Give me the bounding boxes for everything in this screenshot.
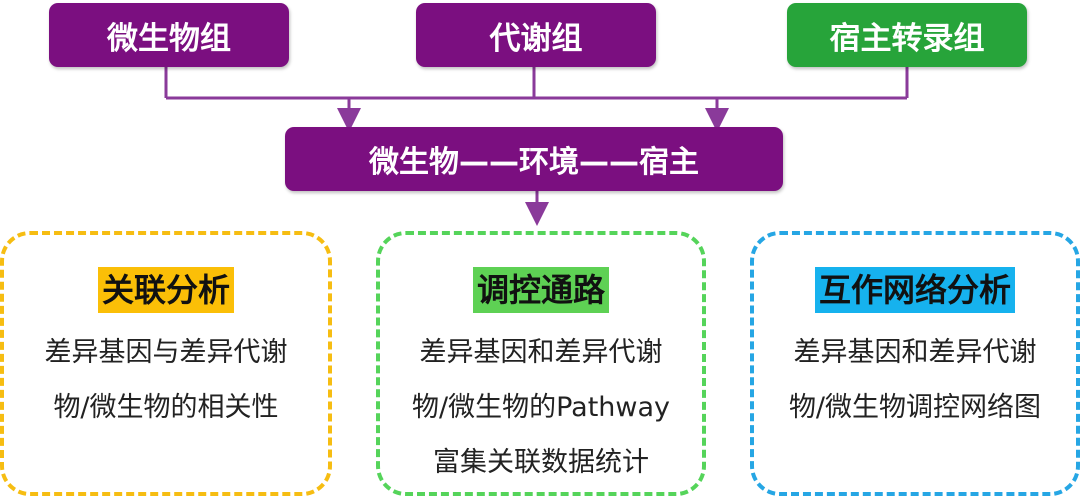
center-label: 微生物——环境——宿主 [369,145,699,180]
microbiome-label: 微生物组 [107,20,231,57]
card-title: 互作网络分析 [814,267,1015,313]
card-desc-line: 差异基因与差异代谢 [44,337,288,368]
card-desc-line: 物/微生物调控网络图 [788,392,1042,423]
card-description: 差异基因与差异代谢 物/微生物的相关性 [4,325,328,435]
card-desc-line: 差异基因和差异代谢 [419,337,663,368]
card-title: 关联分析 [97,267,234,313]
metabolome-box: 代谢组 [416,3,656,67]
regulatory-pathway-card: 调控通路 差异基因和差异代谢 物/微生物的Pathway 富集关联数据统计 [376,231,706,496]
microbiome-box: 微生物组 [49,3,289,67]
card-desc-line: 差异基因和差异代谢 [793,337,1037,368]
card-desc-line: 物/微生物的相关性 [53,392,279,423]
card-title: 调控通路 [472,267,609,313]
host-transcriptome-box: 宿主转录组 [787,3,1027,67]
card-desc-line: 富集关联数据统计 [433,447,649,478]
card-description: 差异基因和差异代谢 物/微生物的Pathway 富集关联数据统计 [380,325,702,490]
card-description: 差异基因和差异代谢 物/微生物调控网络图 [754,325,1076,435]
card-desc-line: 物/微生物的Pathway [411,392,671,423]
metabolome-label: 代谢组 [489,20,583,57]
interaction-network-card: 互作网络分析 差异基因和差异代谢 物/微生物调控网络图 [750,231,1080,496]
center-box: 微生物——环境——宿主 [285,127,783,191]
correlation-analysis-card: 关联分析 差异基因与差异代谢 物/微生物的相关性 [0,231,332,496]
host-transcriptome-label: 宿主转录组 [829,20,985,57]
